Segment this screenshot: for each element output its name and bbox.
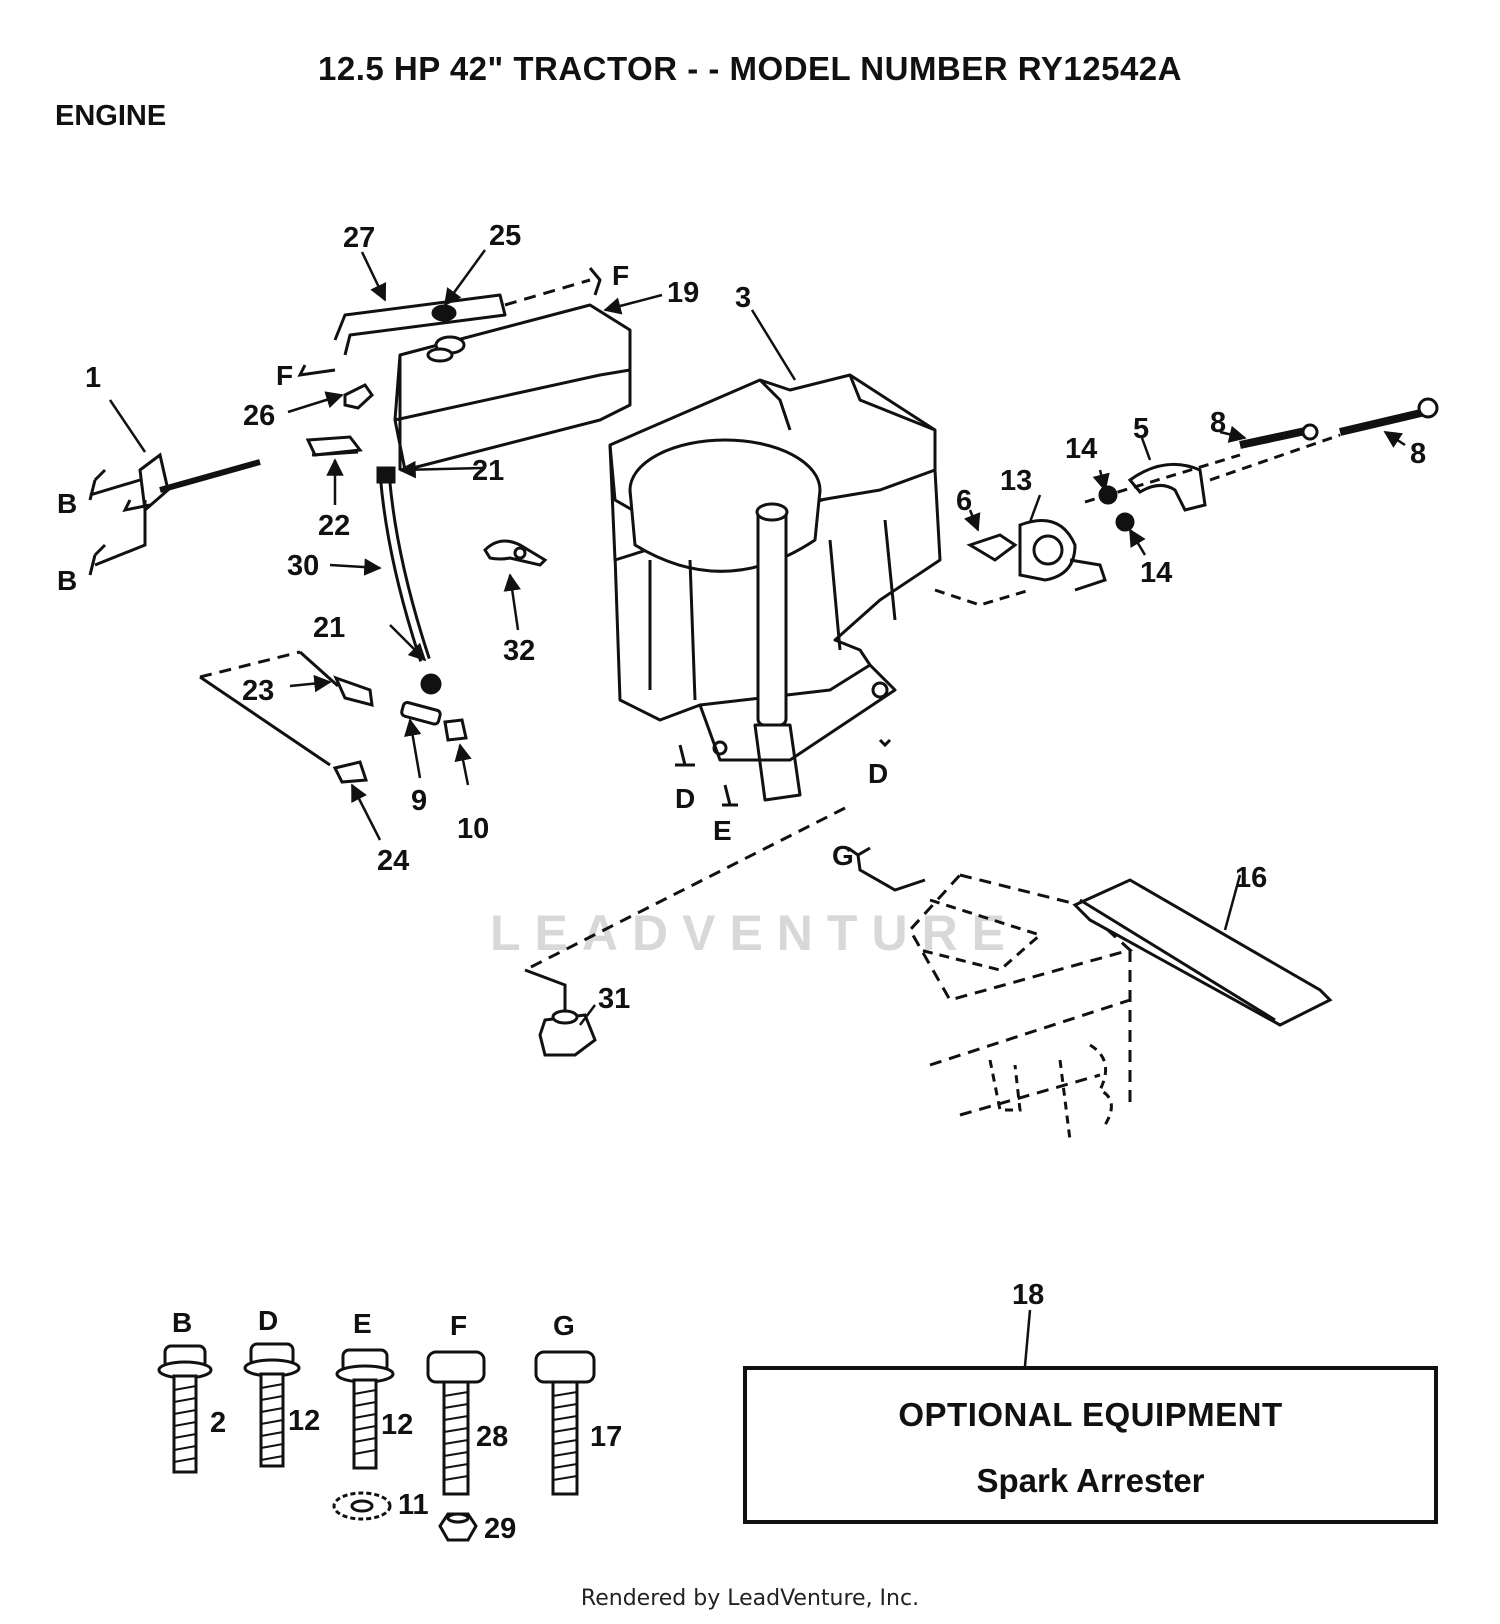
bolt-d: D 12 (243, 1305, 320, 1468)
bolt-d-part: 12 (288, 1405, 320, 1437)
callout-3: 3 (735, 282, 751, 314)
bolt-e-letter: E (353, 1308, 372, 1339)
callout-32: 32 (503, 635, 535, 667)
letter-f-1: F (276, 360, 293, 391)
bolt-b-part: 2 (210, 1407, 226, 1439)
letter-g-1: G (832, 840, 854, 871)
callout-13: 13 (1000, 465, 1032, 497)
fuel-line-drawing (376, 466, 442, 695)
callout-31: 31 (598, 983, 630, 1015)
bolt-b: B 2 (157, 1307, 226, 1474)
page-title: 12.5 HP 42" TRACTOR - - MODEL NUMBER RY1… (318, 50, 1182, 87)
callout-5: 5 (1133, 413, 1149, 445)
bolt-e: E 12 11 (332, 1308, 429, 1521)
throttle-control-drawing (89, 452, 261, 567)
bolt-f: F 28 29 (426, 1310, 516, 1545)
callout-9: 9 (411, 785, 427, 817)
callout-18: 18 (1012, 1279, 1044, 1311)
callout-8a: 8 (1210, 407, 1226, 439)
callout-25: 25 (489, 220, 521, 252)
callout-14b: 14 (1140, 557, 1172, 589)
letter-b-1: B (57, 488, 77, 519)
watermark: LEADVENTURE (490, 905, 1019, 961)
bolt-g-letter: G (553, 1310, 575, 1341)
callout-21a: 21 (472, 455, 504, 487)
callout-24: 24 (377, 845, 409, 877)
callout-6: 6 (956, 485, 972, 517)
letter-d-2: D (868, 758, 888, 789)
reference-marks (88, 364, 892, 857)
callout-21b: 21 (313, 612, 345, 644)
callout-23: 23 (242, 675, 274, 707)
callout-16: 16 (1235, 862, 1267, 894)
callout-26: 26 (243, 400, 275, 432)
letter-d-1: D (675, 783, 695, 814)
small-brackets-drawing (305, 383, 374, 457)
callout-10: 10 (457, 813, 489, 845)
letter-b-2: B (57, 565, 77, 596)
callout-30: 30 (287, 550, 319, 582)
section-title: ENGINE (55, 100, 167, 132)
frame-drawing (524, 806, 1333, 1141)
letter-f-2: F (612, 260, 629, 291)
bolt-f-part: 28 (476, 1421, 508, 1453)
optional-equipment-title: OPTIONAL EQUIPMENT (898, 1396, 1283, 1433)
clip-32-drawing (483, 539, 548, 567)
bolt-g-part: 17 (590, 1421, 622, 1453)
hardware-group: B 2 D 12 E 12 11 (157, 1305, 622, 1545)
fuel-fittings-drawing (199, 650, 468, 784)
bolt-f-letter: F (450, 1310, 467, 1341)
callout-1: 1 (85, 362, 101, 394)
bolt-g: G 17 (534, 1310, 622, 1496)
nut-f-part: 29 (484, 1513, 516, 1545)
bolt-e-part: 12 (381, 1409, 413, 1441)
callout-14a: 14 (1065, 433, 1097, 465)
callout-27: 27 (343, 222, 375, 254)
bolt-b-letter: B (172, 1307, 192, 1338)
footer-credit: Rendered by LeadVenture, Inc. (580, 1586, 920, 1611)
optional-equipment-box: OPTIONAL EQUIPMENT Spark Arrester (743, 1366, 1438, 1524)
washer-e-part: 11 (398, 1489, 429, 1521)
bolt-d-letter: D (258, 1305, 278, 1336)
callout-leaders (108, 249, 1406, 1367)
callout-22: 22 (318, 510, 350, 542)
callout-19: 19 (667, 277, 699, 309)
fuel-tank-drawing (333, 267, 632, 472)
starter-assembly-drawing (966, 397, 1439, 592)
callout-8b: 8 (1410, 438, 1426, 470)
engine-drawing (608, 373, 1031, 802)
optional-equipment-item: Spark Arrester (976, 1462, 1205, 1499)
letter-e-1: E (713, 815, 732, 846)
